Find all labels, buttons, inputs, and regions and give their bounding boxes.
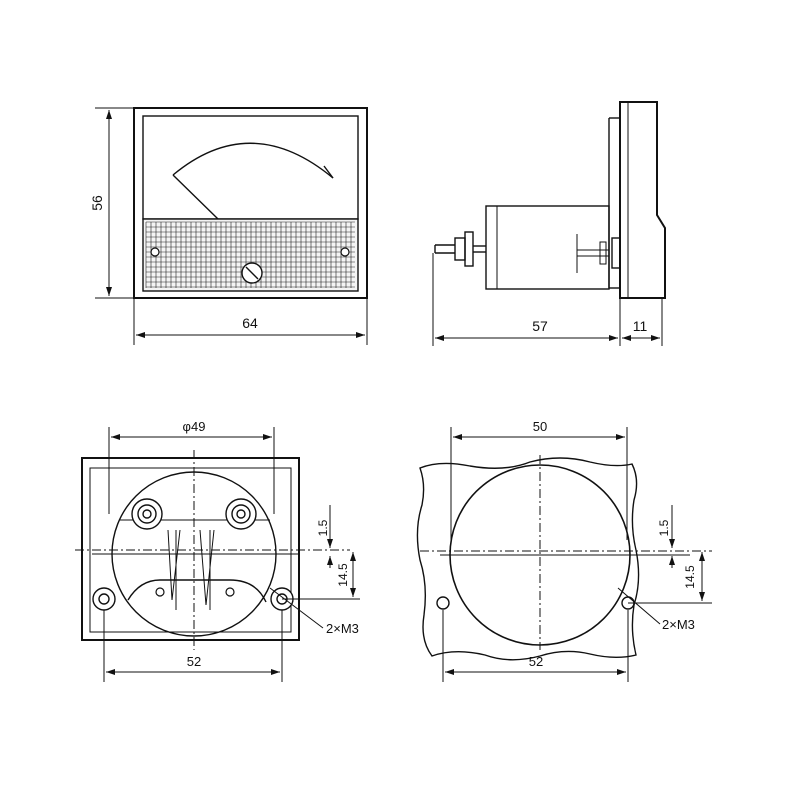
dim-width-label: 64 <box>242 315 258 331</box>
rear-mount-hole-left-inner <box>98 593 110 605</box>
rear-view: φ49 52 1.5 14.5 2×M3 <box>75 419 360 682</box>
dim-height-label: 56 <box>89 195 105 211</box>
rear-terminal-right <box>225 498 257 530</box>
front-view: 56 64 <box>89 107 368 345</box>
rear-terminal-left <box>131 498 163 530</box>
dim-offset-bottom-label: 14.5 <box>336 563 350 587</box>
front-outer-frame <box>133 107 368 299</box>
stud-nut-outer <box>454 237 466 261</box>
cutout-view: 50 52 1.5 14.5 2×M3 <box>416 419 712 682</box>
screw-leader <box>269 587 324 629</box>
lead-wire-left <box>167 529 181 601</box>
dim-phi-label: φ49 <box>183 419 206 434</box>
dim-flange-label: 11 <box>633 318 648 334</box>
rear-terminal-right-core <box>236 509 246 519</box>
dim-depth-label: 57 <box>532 318 548 334</box>
panel-torn-outline <box>416 457 640 661</box>
rear-small-screw-left <box>155 587 165 597</box>
side-bezel <box>619 101 666 299</box>
scale-arc <box>172 142 334 179</box>
screw-callout: 2×M3 <box>326 621 359 636</box>
rear-terminal-left-core <box>142 509 152 519</box>
side-view: 57 11 <box>432 101 666 346</box>
rear-small-screw-right <box>225 587 235 597</box>
front-screw-left <box>150 247 160 257</box>
cutout-hole-left <box>436 596 450 610</box>
lead-wire-right <box>199 529 215 606</box>
cutout-screw-leader <box>617 587 661 625</box>
rear-lower-cover <box>127 579 267 603</box>
scale-end-tick <box>323 165 334 179</box>
front-screw-right <box>340 247 350 257</box>
rear-mount-hole-left <box>92 587 116 611</box>
cutout-screw-callout: 2×M3 <box>662 617 695 632</box>
dim-cutout-label: 50 <box>533 419 547 434</box>
rear-terminal-left-nut <box>137 504 157 524</box>
dim-offset-top-label: 1.5 <box>316 519 330 536</box>
dim-mount-label: 52 <box>187 654 201 669</box>
needle <box>172 174 219 220</box>
zero-adjust-slot <box>245 266 259 280</box>
meter-body <box>485 205 610 290</box>
grille-mesh <box>145 221 355 288</box>
terminal-nut-a <box>599 241 607 265</box>
rear-outer-frame <box>81 457 300 641</box>
terminal-nut-b <box>611 237 621 269</box>
dim-c-offset-bottom-label: 14.5 <box>683 565 697 589</box>
dim-cutout-mount-label: 52 <box>529 654 543 669</box>
stud-nut-inner <box>464 231 474 267</box>
dim-c-offset-top-label: 1.5 <box>657 519 671 536</box>
rear-terminal-right-nut <box>231 504 251 524</box>
